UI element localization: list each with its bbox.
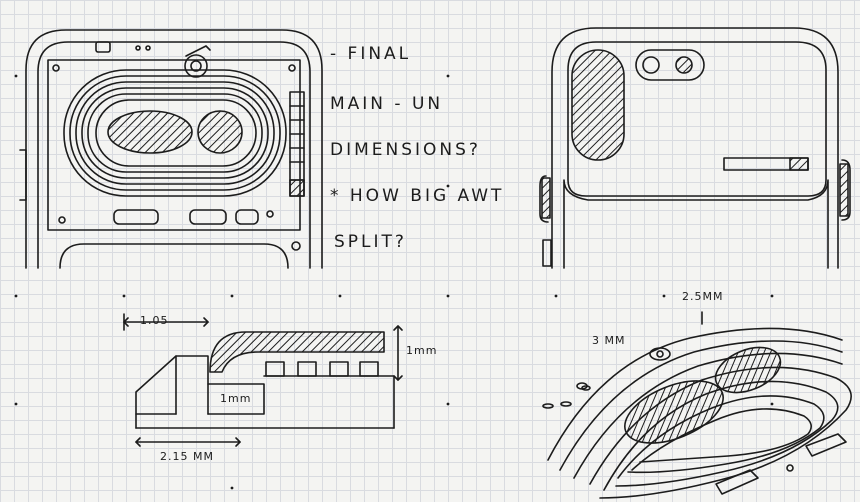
- dimension-top-offset: 1.05: [140, 314, 169, 327]
- phone-exterior-sketch: [539, 27, 851, 269]
- dimension-inner-height: 1mm: [220, 392, 252, 405]
- phone-interior-sketch: [19, 29, 323, 269]
- dimension-height-right: 1mm: [406, 344, 438, 357]
- note-line-1: - FINAL: [330, 44, 412, 64]
- dimension-iso-width: 2.5MM: [682, 290, 724, 303]
- note-line-4: * HOW BIG AWT: [330, 186, 505, 206]
- note-line-5: SPLIT?: [334, 232, 407, 252]
- grid-marker-dots: [14, 74, 774, 490]
- note-line-3: DIMENSIONS?: [330, 140, 481, 160]
- isometric-coil-sketch: [542, 311, 852, 499]
- dimension-bottom-width: 2.15 MM: [160, 450, 214, 463]
- dimension-iso-depth: 3 MM: [592, 334, 626, 347]
- cross-section-sketch: [123, 313, 403, 447]
- note-line-2: MAIN - UN: [330, 94, 444, 114]
